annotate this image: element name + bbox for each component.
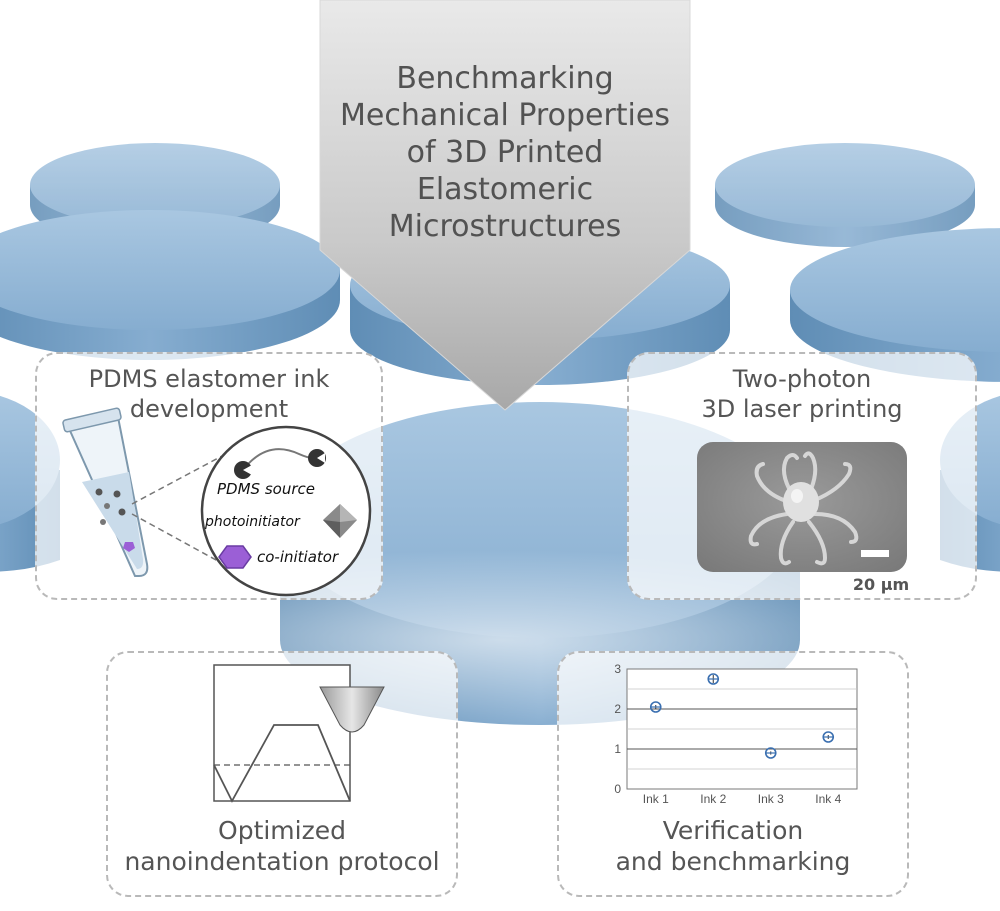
octopus-microstructure-icon: [748, 451, 859, 566]
chart-x-tick-label: Ink 2: [700, 792, 726, 803]
printing-panel-title: Two-photon 3D laser printing: [701, 365, 903, 423]
scale-bar: [861, 550, 889, 557]
verification-panel-title: Verification and benchmarking: [615, 816, 851, 877]
chart-x-tick-label: Ink 4: [815, 792, 841, 803]
disc-mid-left: [0, 210, 340, 360]
indenter-tip-icon: [319, 686, 385, 733]
coinitiator-hexagon-icon: [218, 545, 252, 569]
benchmark-chart: 0 1 2 3 Ink 1 Ink 2 Ink 3 Ink 4: [614, 662, 858, 803]
ink-panel-title: PDMS elastomer ink development: [88, 365, 330, 423]
laser-printing-panel: Two-photon 3D laser printing: [627, 352, 977, 600]
protocol-illustration: [213, 664, 385, 803]
nanoindentation-panel: Optimized nanoindentation protocol: [106, 651, 458, 897]
sem-illustration: 20 μm: [697, 442, 909, 594]
photoinitiator-crystal-icon: [323, 504, 357, 538]
chart-points: [649, 673, 835, 759]
main-title-line-2: Mechanical Properties: [340, 98, 670, 133]
chart-x-ticks: Ink 1 Ink 2 Ink 3 Ink 4: [643, 792, 842, 803]
chart-y-tick-label: 0: [614, 782, 621, 796]
main-title: Benchmarking Mechanical Properties of 3D…: [320, 60, 690, 245]
main-title-line-3: of 3D Printed: [406, 135, 604, 170]
main-title-line-4: Elastomeric: [416, 172, 594, 207]
verification-panel: 0 1 2 3 Ink 1 Ink 2 Ink 3 Ink 4 Verification a…: [557, 651, 909, 897]
chart-y-tick-label: 1: [614, 742, 621, 756]
pdms-source-label: PDMS source: [217, 480, 315, 498]
chart-x-tick-label: Ink 3: [758, 792, 784, 803]
chart-y-ticks: 0 1 2 3: [614, 662, 621, 796]
photoinitiator-label: photoinitiator: [204, 514, 301, 530]
chart-grid: [626, 668, 858, 790]
chart-y-tick-label: 2: [614, 702, 621, 716]
main-title-line-5: Microstructures: [388, 209, 622, 244]
disc-back-right: [715, 143, 975, 247]
pdms-source-icon: [234, 448, 326, 479]
chart-y-tick-label: 3: [614, 662, 621, 676]
ink-illustration: PDMS source photoinitiator co-initiator: [62, 407, 372, 597]
nanoindentation-panel-title: Optimized nanoindentation protocol: [124, 816, 440, 877]
main-title-line-1: Benchmarking: [396, 61, 614, 96]
load-function-curve: [213, 724, 351, 803]
scale-bar-label: 20 μm: [853, 575, 909, 594]
ink-development-panel: PDMS elastomer ink development: [35, 352, 383, 600]
chart-x-tick-label: Ink 1: [643, 792, 669, 803]
protocol-frame: [213, 664, 351, 802]
octopus-head: [783, 482, 819, 522]
title-arrow: [319, 0, 691, 411]
vial-icon: [62, 407, 149, 577]
coinitiator-label: co-initiator: [257, 548, 339, 566]
